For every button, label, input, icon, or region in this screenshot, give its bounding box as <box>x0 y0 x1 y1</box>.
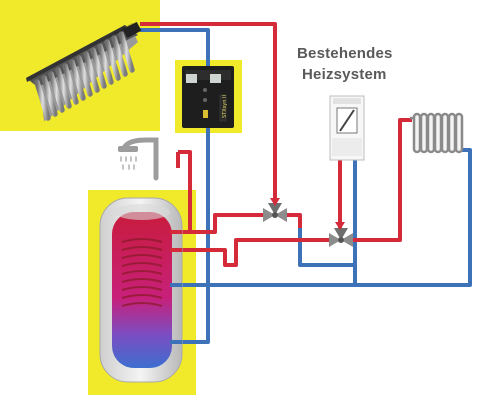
mixing-valve-icon-2 <box>329 228 353 247</box>
mixing-valve-icon <box>263 203 287 222</box>
storage-tank-icon <box>99 197 183 383</box>
radiator-icon <box>410 112 464 154</box>
controller-brand: STXsyn II <box>222 95 228 118</box>
controller-icon <box>182 66 234 128</box>
hot-pipes <box>140 22 412 267</box>
boiler-icon <box>329 95 365 161</box>
flow-arrow-1 <box>270 198 280 206</box>
shower-icon <box>118 137 159 181</box>
solar-collector-icon <box>26 21 142 121</box>
existing-heating-label-line1: Bestehendes <box>297 45 393 62</box>
existing-heating-label-line2: Heizsystem <box>302 66 387 83</box>
tank-connections <box>170 230 182 344</box>
cold-pipes <box>140 28 472 344</box>
flow-arrow-2 <box>335 222 345 230</box>
